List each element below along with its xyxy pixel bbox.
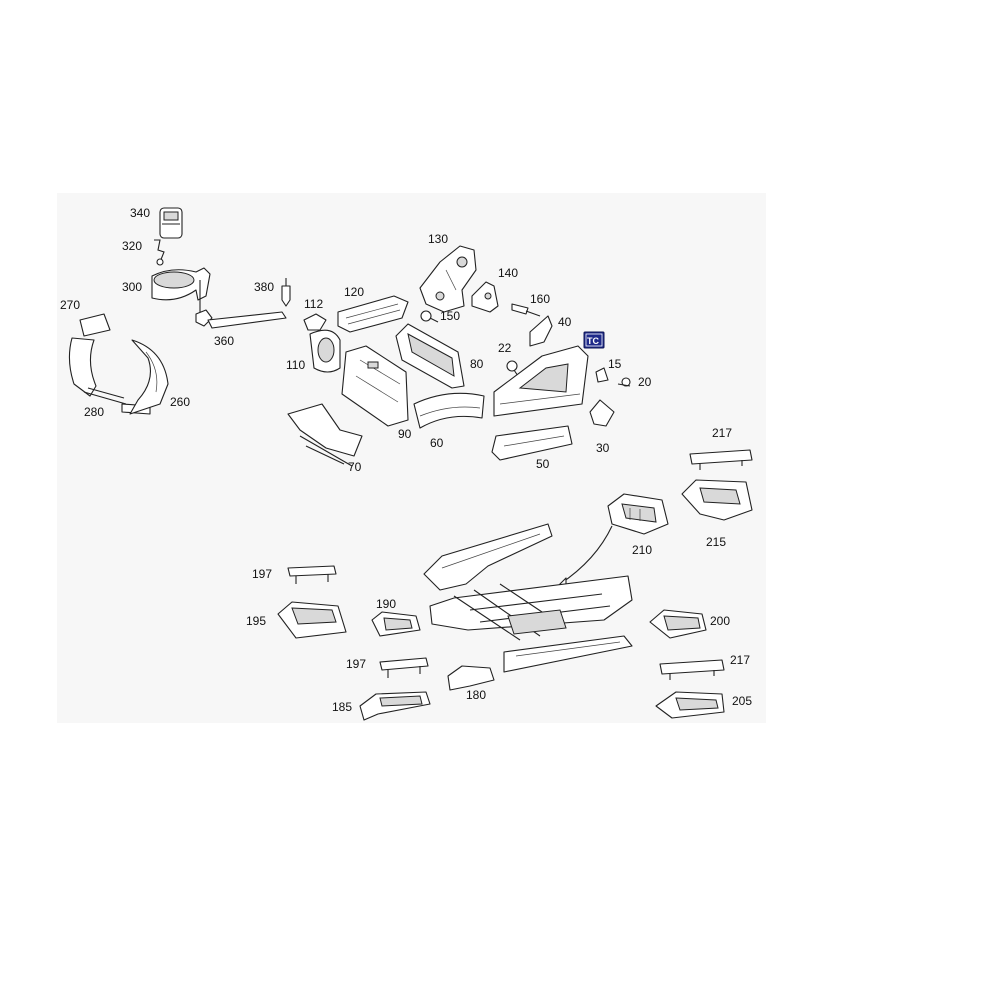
label-380: 380 [254,280,274,294]
label-280: 280 [84,405,104,419]
label-210: 210 [632,543,652,557]
tc-badge-text: TC [587,336,599,346]
part-270-shape [68,313,127,405]
part-320-shape [154,239,165,266]
tc-badge[interactable]: TC [583,331,605,349]
label-60: 60 [430,436,444,450]
label-130: 130 [428,232,448,246]
part-160-shape [511,303,541,317]
part-15-shape [595,367,609,383]
part-30-shape [589,399,615,427]
label-320: 320 [122,239,142,253]
part-360-shape [195,309,287,329]
part-90-shape [341,345,409,427]
part-180-shape [447,665,495,691]
part-340-shape [159,207,183,239]
part-80-shape [395,323,465,389]
part-197-top-shape [287,565,337,584]
part-40-shape [529,315,553,347]
label-200: 200 [710,614,730,628]
part-140-shape [471,281,499,313]
label-40: 40 [558,315,572,329]
label-217-top: 217 [712,426,732,440]
label-180: 180 [466,688,486,702]
label-215: 215 [706,535,726,549]
label-160: 160 [530,292,550,306]
label-190: 190 [376,597,396,611]
label-217-bottom: 217 [730,653,750,667]
part-185-shape [359,691,431,721]
label-340: 340 [130,206,150,220]
label-80: 80 [470,357,484,371]
part-60-shape [413,392,485,429]
part-217-top-shape [689,449,753,470]
part-205-shape [655,691,725,719]
part-380-shape [281,278,291,307]
part-112-shape [303,313,327,331]
label-15: 15 [608,357,622,371]
part-190-shape [371,611,421,637]
part-300-shape [151,267,211,314]
part-130-shape [419,245,477,313]
part-195-shape [277,601,347,639]
label-20: 20 [638,375,652,389]
label-270: 270 [60,298,80,312]
part-120-shape [337,295,409,333]
label-112: 112 [304,297,323,311]
label-110: 110 [286,358,305,372]
part-50-shape [491,425,573,461]
label-185: 185 [332,700,352,714]
part-110-shape [309,329,341,373]
label-120: 120 [344,285,364,299]
part-200-shape [649,609,707,639]
label-140: 140 [498,266,518,280]
part-20-shape [617,377,631,387]
label-70: 70 [348,460,362,474]
label-150: 150 [440,309,460,323]
part-215-shape [681,479,753,521]
label-260: 260 [170,395,190,409]
label-197-top: 197 [252,567,272,581]
label-300: 300 [122,280,142,294]
label-360: 360 [214,334,234,348]
assembly-arrow-line [559,525,613,585]
part-260-shape [129,339,169,415]
label-30: 30 [596,441,610,455]
label-205: 205 [732,694,752,708]
part-seat-back-frame [493,345,589,417]
label-90: 90 [398,427,412,441]
label-22: 22 [498,341,512,355]
part-217-bottom-shape [659,659,725,680]
label-195: 195 [246,614,266,628]
seat-frame-assembly [423,523,633,673]
part-197-bottom-shape [379,657,429,678]
part-22-shape [506,360,519,377]
label-197-bottom: 197 [346,657,366,671]
part-70-shape [287,403,363,467]
part-210-shape [607,493,669,535]
label-50: 50 [536,457,550,471]
part-150-shape [420,310,439,323]
